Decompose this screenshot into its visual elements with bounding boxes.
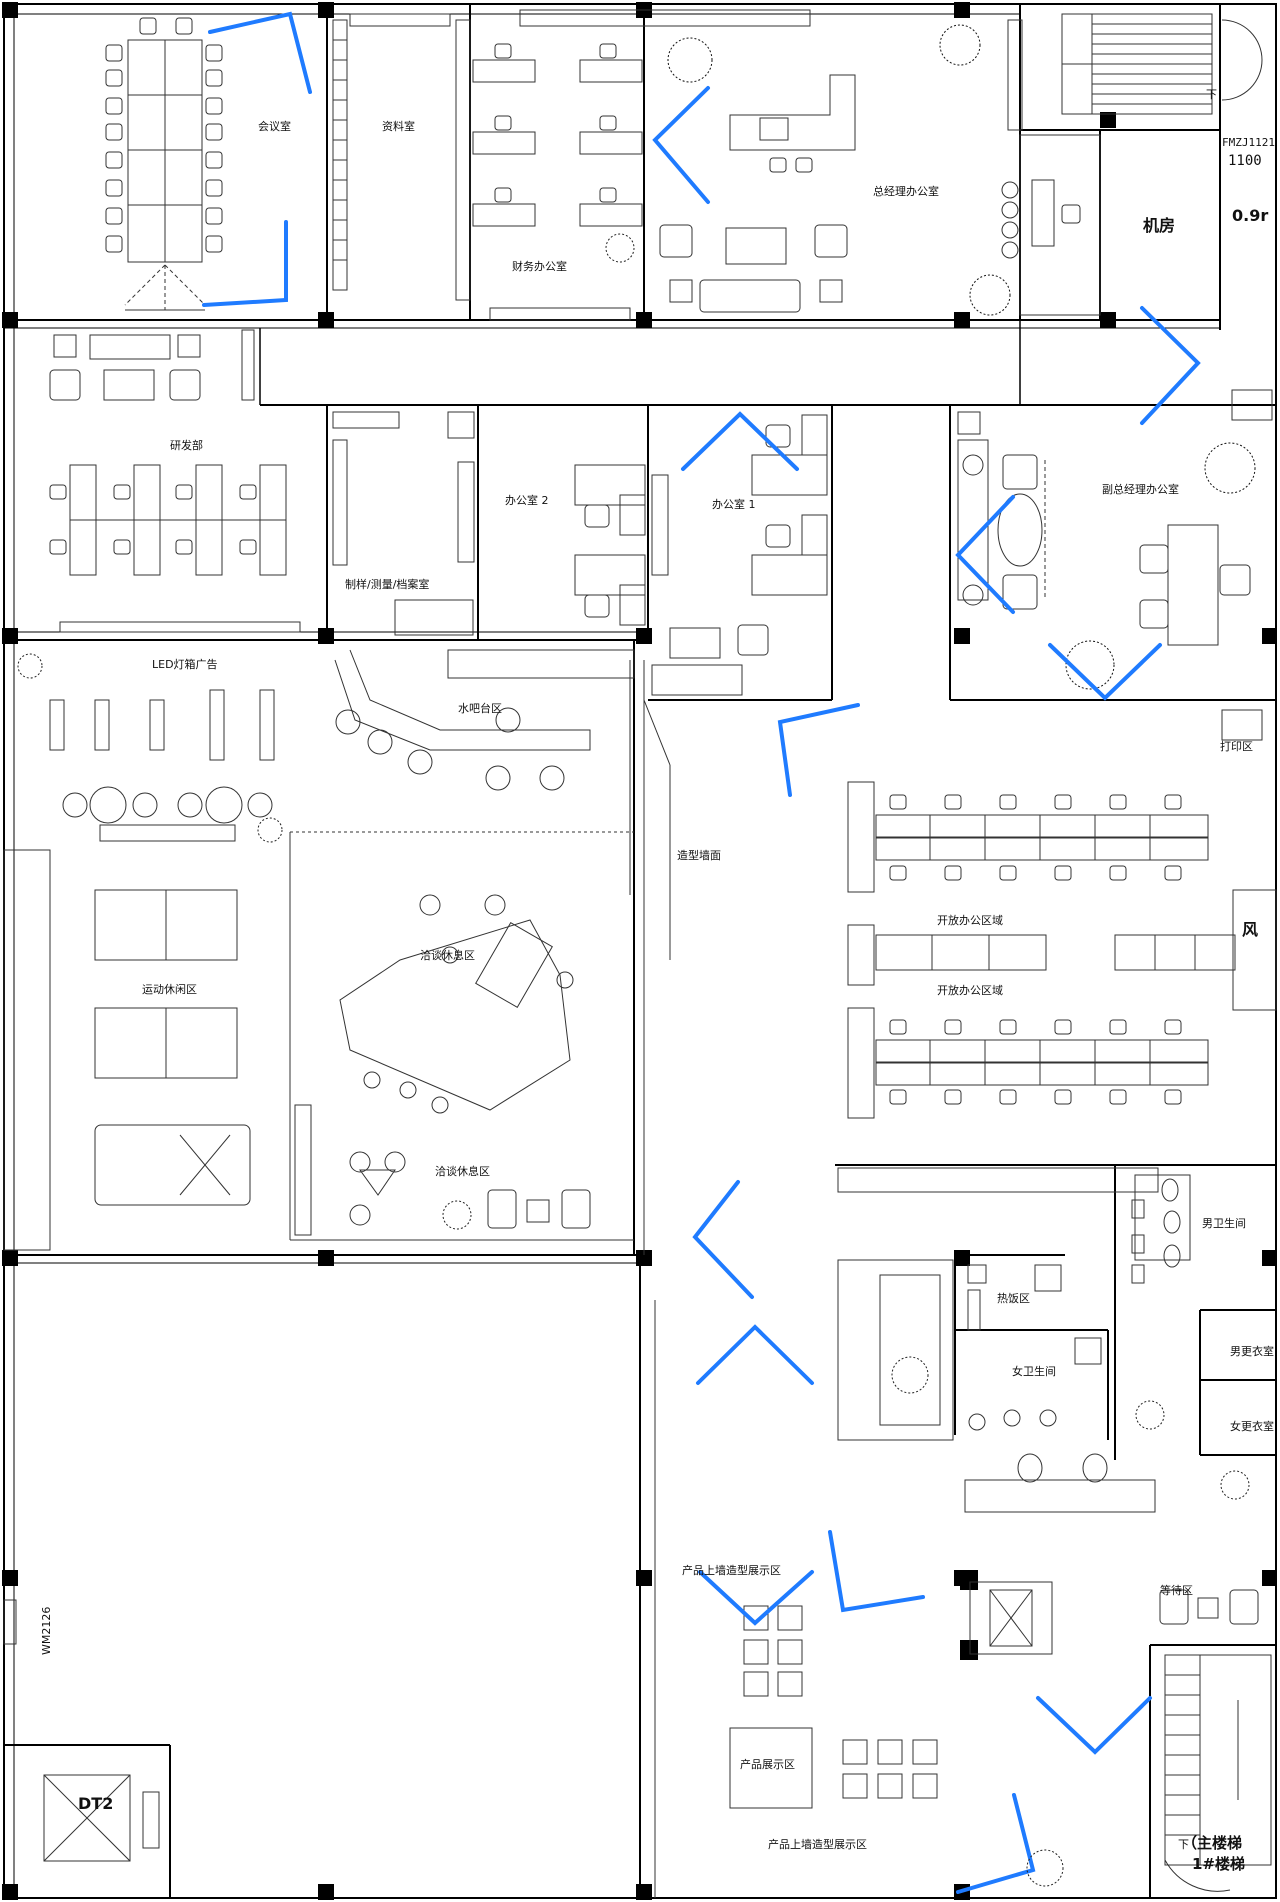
meeting-table: [105, 17, 223, 311]
dt2-shaft: [3, 1599, 160, 1862]
label-led-ad: LED灯箱广告: [152, 658, 218, 671]
label-feature-wall: 造型墙面: [677, 849, 721, 862]
tag-dt2: DT2: [78, 1794, 114, 1813]
label-mens-locker: 男更衣室: [1230, 1345, 1274, 1358]
water-bar: [334, 649, 635, 791]
view-arrows: [202, 11, 1201, 1894]
gm-office-furniture: [659, 19, 1101, 316]
meeting-chairs-left: [105, 44, 123, 253]
tag-wind: 风: [1242, 920, 1259, 939]
lobby-display: [654, 1300, 1259, 1898]
label-womens-locker: 女更衣室: [1230, 1420, 1274, 1433]
label-heat-meal: 热饭区: [997, 1292, 1030, 1305]
plants: [17, 233, 1250, 1887]
corridor: [259, 320, 1021, 405]
tag-down-top: 下: [1206, 88, 1217, 101]
label-product-display: 产品展示区: [740, 1758, 795, 1771]
label-open-office-1: 开放办公区域: [937, 914, 1003, 927]
talk-rest: [294, 894, 591, 1236]
label-waiting-area: 等待区: [1160, 1584, 1193, 1597]
label-machine-room: 机房: [1143, 216, 1176, 235]
tag-height-09: 0.9r: [1232, 206, 1269, 225]
label-talk-rest-1: 洽谈休息区: [420, 949, 475, 962]
open-office: [837, 709, 1277, 1193]
label-vgm-office: 副总经理办公室: [1102, 483, 1179, 496]
label-office-2: 办公室 2: [505, 494, 549, 507]
interior-walls: [4, 4, 1276, 1898]
tag-stair-1: 1#楼梯: [1192, 1855, 1246, 1873]
label-gm-office: 总经理办公室: [873, 185, 939, 198]
label-finance-office: 财务办公室: [512, 260, 567, 273]
label-product-wall-2: 产品上墙造型展示区: [768, 1838, 867, 1851]
sampling-room: [332, 411, 475, 636]
offices-1-2: [574, 414, 828, 696]
tag-fmz: FMZJ1121: [1222, 136, 1275, 149]
archive-shelves: [332, 13, 631, 321]
label-rd: 研发部: [170, 439, 203, 452]
finance-desks: [472, 9, 811, 227]
label-product-wall-1: 产品上墙造型展示区: [682, 1564, 781, 1577]
bottom-stair: [1164, 1654, 1272, 1892]
service-block: [837, 1174, 1191, 1513]
label-archive-room: 资料室: [382, 120, 415, 133]
label-print-area: 打印区: [1220, 740, 1253, 753]
label-office-1: 办公室 1: [712, 498, 756, 511]
tag-width-1100: 1100: [1228, 153, 1262, 169]
tag-down-bottom: 下: [1178, 1838, 1189, 1851]
label-open-office-2: 开放办公区域: [937, 984, 1003, 997]
feature-wall: [629, 660, 671, 1255]
label-sport-leisure: 运动休闲区: [142, 983, 197, 996]
meeting-chairs-right: [205, 44, 223, 253]
rd-furniture: [49, 329, 301, 633]
label-sampling-room: 制样/测量/档案室: [345, 578, 430, 591]
label-meeting-room: 会议室: [258, 120, 291, 133]
tag-main-stair: （主楼梯: [1182, 1834, 1243, 1852]
tag-wm2126: WM2126: [40, 1606, 53, 1655]
top-stair: [1061, 13, 1263, 115]
label-womens-wc: 女卫生间: [1012, 1365, 1056, 1378]
vgm-office: [957, 389, 1273, 690]
sport-leisure: [3, 689, 634, 1251]
label-water-bar: 水吧台区: [458, 702, 502, 715]
label-mens-wc: 男卫生间: [1202, 1217, 1246, 1230]
label-talk-rest-2: 洽谈休息区: [435, 1165, 490, 1178]
